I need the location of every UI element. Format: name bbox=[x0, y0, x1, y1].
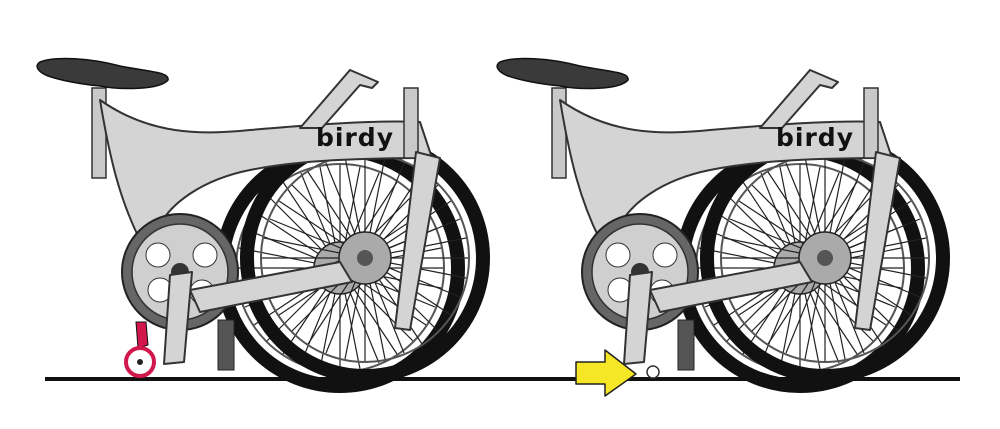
yellow-arrow-icon bbox=[575, 349, 637, 397]
folded-bike-with-support-wheel-icon bbox=[37, 59, 483, 386]
folded-bike-with-pedal-contact-icon bbox=[497, 59, 943, 386]
